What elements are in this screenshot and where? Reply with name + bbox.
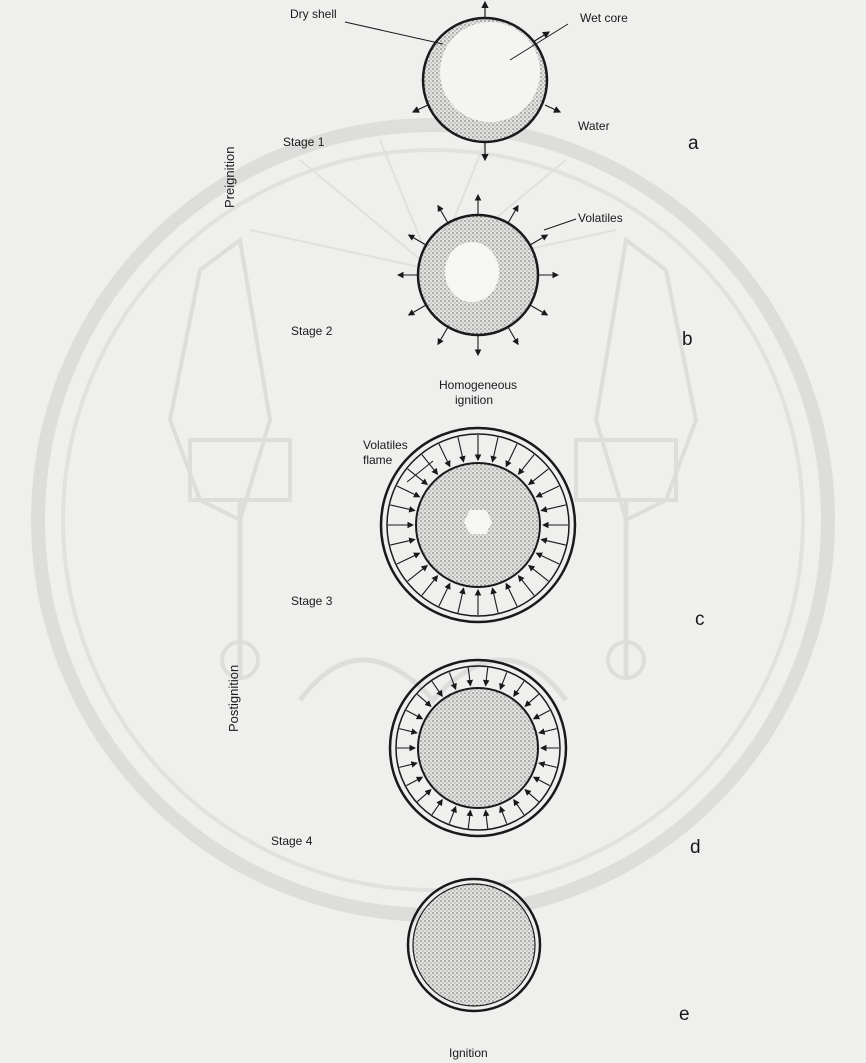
flame-arrow [406,710,422,718]
flame-arrow [432,800,442,815]
label-dry-shell: Dry shell [290,7,337,21]
label-wet-core: Wet core [580,11,628,25]
flame-arrow [529,566,549,582]
flame-arrow [439,584,450,607]
flame-arrow [539,729,556,733]
panel-label-c: c [695,609,705,630]
flame-arrow [500,807,506,824]
flame-arrow [439,444,450,467]
volatiles-arrow [438,206,448,223]
flame-arrow [492,588,498,612]
flame-arrow [506,584,517,607]
flame-arrow [541,505,565,511]
label-stage-3: Stage 3 [291,594,333,608]
flame-arrow [492,437,498,461]
flame-arrow [408,566,428,582]
label-ignition: Ignition [449,1046,488,1060]
flame-arrow [541,539,565,545]
flame-arrow [406,777,422,785]
label-stage-4: Stage 4 [271,834,313,848]
flame-arrow [500,672,506,689]
flame-arrow [422,576,438,596]
volatiles-arrow [409,305,426,315]
label-preignition: Preignition [222,147,237,208]
flame-arrow [514,681,524,696]
flame-arrow [534,777,550,785]
label-water: Water [578,119,610,133]
label-volatiles-flame-1: Volatiles [363,438,408,452]
flame-arrow [525,694,538,706]
flame-arrow [417,790,430,802]
flame-arrow [519,576,535,596]
volatiles-arrow [530,305,547,315]
flame-arrow [449,807,455,824]
volatiles-arrow [530,235,547,245]
flame-arrow [514,800,524,815]
volatiles-arrow [508,206,518,223]
flame-arrow [422,455,438,475]
particle-e [408,879,540,1011]
volatiles-arrow [508,327,518,344]
label-homogeneous: Homogeneous [439,378,517,392]
flame-arrow [486,668,488,686]
flame-arrow [397,553,420,564]
label-ignition-sub: ignition [455,393,493,407]
label-volatiles-flame-2: flame [363,453,393,467]
flame-arrow [486,811,488,829]
label-volatiles: Volatiles [578,211,623,225]
label-stage-2: Stage 2 [291,324,333,338]
flame-arrow [390,505,414,511]
flame-arrow [534,710,550,718]
panel-label-a: a [688,133,699,154]
flame-arrow [519,455,535,475]
flame-arrow [399,729,416,733]
flame-arrow [537,486,560,497]
flame-arrow [529,469,549,485]
particle-b [398,195,576,355]
flame-arrow [397,486,420,497]
flame-arrow [408,469,428,485]
panel-label-e: e [679,1004,690,1025]
panel-label-b: b [682,329,693,350]
flame-arrow [458,437,464,461]
label-stage-1: Stage 1 [283,135,325,149]
particle-c [381,428,575,622]
flame-arrow [506,444,517,467]
label-postignition: Postignition [226,665,241,732]
particle-d [390,660,566,836]
flame-arrow [399,763,416,767]
flame-arrow [468,811,470,829]
volatiles-arrow [409,235,426,245]
flame-arrow [525,790,538,802]
volatiles-arrow [438,327,448,344]
flame-arrow [537,553,560,564]
flame-arrow [390,539,414,545]
panel-label-d: d [690,837,701,858]
flame-arrow [539,763,556,767]
flame-arrow [458,588,464,612]
